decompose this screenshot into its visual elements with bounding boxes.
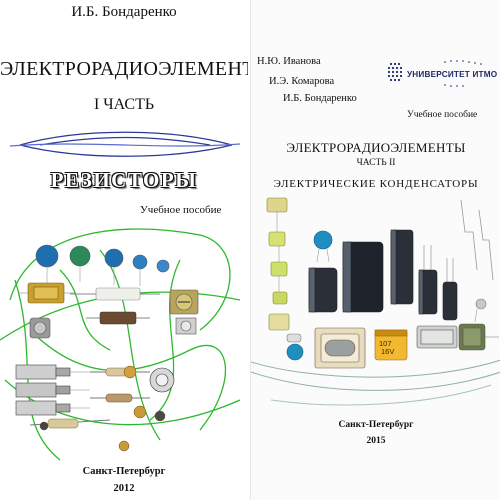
electrolytic-capacitors [308, 229, 458, 321]
cover-author: И.Б. Бондаренко [71, 4, 177, 20]
cover-subtitle: ЭЛЕКТРИЧЕСКИЕ КОНДЕНСАТОРЫ [273, 178, 479, 190]
swoosh-lines [251, 359, 500, 406]
cover-book-type: Учебное пособие [407, 110, 478, 120]
power-resistor [18, 282, 76, 304]
cover-year: 2015 [366, 436, 386, 446]
cover-city: Санкт-Петербург [82, 466, 166, 477]
disc-capacitor [286, 230, 333, 361]
university-logo: УНИВЕРСИТЕТ ИТМО [385, 58, 499, 88]
decorative-swoosh [9, 131, 241, 157]
cover-subtitle: РЕЗИСТОРЫ [50, 168, 198, 192]
cover-year: 2012 [113, 483, 135, 494]
tantalum-marking-line-2: 16V [381, 347, 394, 356]
cover-book-type: Учебное пособие [140, 204, 222, 216]
ceramic-resistor [70, 287, 160, 301]
cover-author-3: И.Б. Бондаренко [283, 93, 357, 104]
metal-can-capacitor [416, 323, 499, 351]
book-cover-resistors: И.Б. Бондаренко ЭЛЕКТРОРАДИОЭЛЕМЕНТЫ I Ч… [0, 0, 248, 500]
tantalum-capacitor [374, 329, 408, 361]
capacitor-leads [460, 199, 494, 281]
knob [149, 367, 175, 393]
cover-city: Санкт-Петербург [338, 420, 414, 430]
cover-part: ЧАСТЬ II [356, 158, 396, 168]
tantalum-marking: 107 16V [379, 339, 394, 356]
trimmer-pot [169, 289, 199, 335]
cover-illustration-capacitors: 107 16V [251, 197, 500, 406]
small-capacitors [286, 298, 487, 343]
cover-title: ЭЛЕКТРОРАДИОЭЛЕМЕНТЫ [286, 140, 466, 155]
cover-author-2: И.Э. Комарова [269, 76, 335, 87]
boxed-capacitor [314, 327, 366, 369]
book-cover-capacitors: Н.Ю. Иванова И.Э. Комарова И.Б. Бондарен… [250, 0, 500, 500]
tantalum-marking-line-1: 107 [379, 339, 392, 348]
dark-resistor [86, 311, 150, 325]
cover-illustration-resistors [0, 131, 241, 461]
rotary-pots [15, 364, 90, 416]
cover-part: I ЧАСТЬ [93, 96, 155, 113]
cover-author-1: Н.Ю. Иванова [257, 56, 321, 67]
logo-text: УНИВЕРСИТЕТ ИТМО [407, 70, 498, 79]
bead-components [39, 365, 166, 452]
cover-title: ЭЛЕКТРОРАДИОЭЛЕМЕНТЫ [0, 58, 248, 80]
film-capacitors [266, 197, 290, 331]
disc-components [35, 244, 170, 286]
small-pot [29, 317, 51, 339]
itmo-emblem-icon [387, 60, 482, 87]
